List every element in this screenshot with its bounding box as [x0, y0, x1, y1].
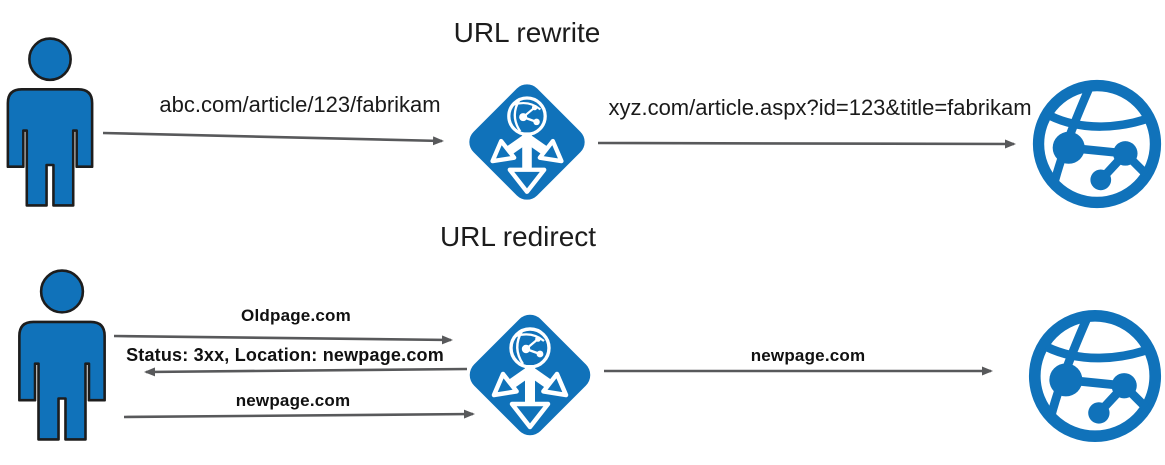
- rewrite-rewritten-url-label: xyz.com/article.aspx?id=123&title=fabrik…: [608, 95, 1032, 120]
- redirect-followup-arrow: [123, 409, 475, 419]
- redirect-response-status-label: Status: 3xx, Location: newpage.com: [126, 345, 444, 365]
- redirect-forwarded-url-label: newpage.com: [750, 346, 866, 365]
- redirect-request-url-label: Oldpage.com: [241, 306, 351, 325]
- rewrite-request-url-label: abc.com/article/123/fabrikam: [159, 92, 441, 117]
- rewrite-request-arrow: [102, 131, 444, 146]
- application-gateway-icon: [460, 305, 600, 445]
- redirect-request-arrow: [113, 334, 453, 345]
- redirect-followup-url-label: newpage.com: [235, 391, 351, 410]
- redirect-section-title: URL redirect: [439, 221, 597, 252]
- redirect-response-arrow: [144, 367, 468, 377]
- rewrite-section-title: URL rewrite: [453, 17, 601, 48]
- application-gateway-icon: [460, 75, 594, 209]
- user-person-icon: [2, 36, 98, 208]
- web-app-icon: [1027, 308, 1163, 444]
- rewrite-forward-arrow: [597, 139, 1016, 149]
- user-person-icon: [14, 268, 110, 442]
- web-app-icon: [1031, 78, 1163, 210]
